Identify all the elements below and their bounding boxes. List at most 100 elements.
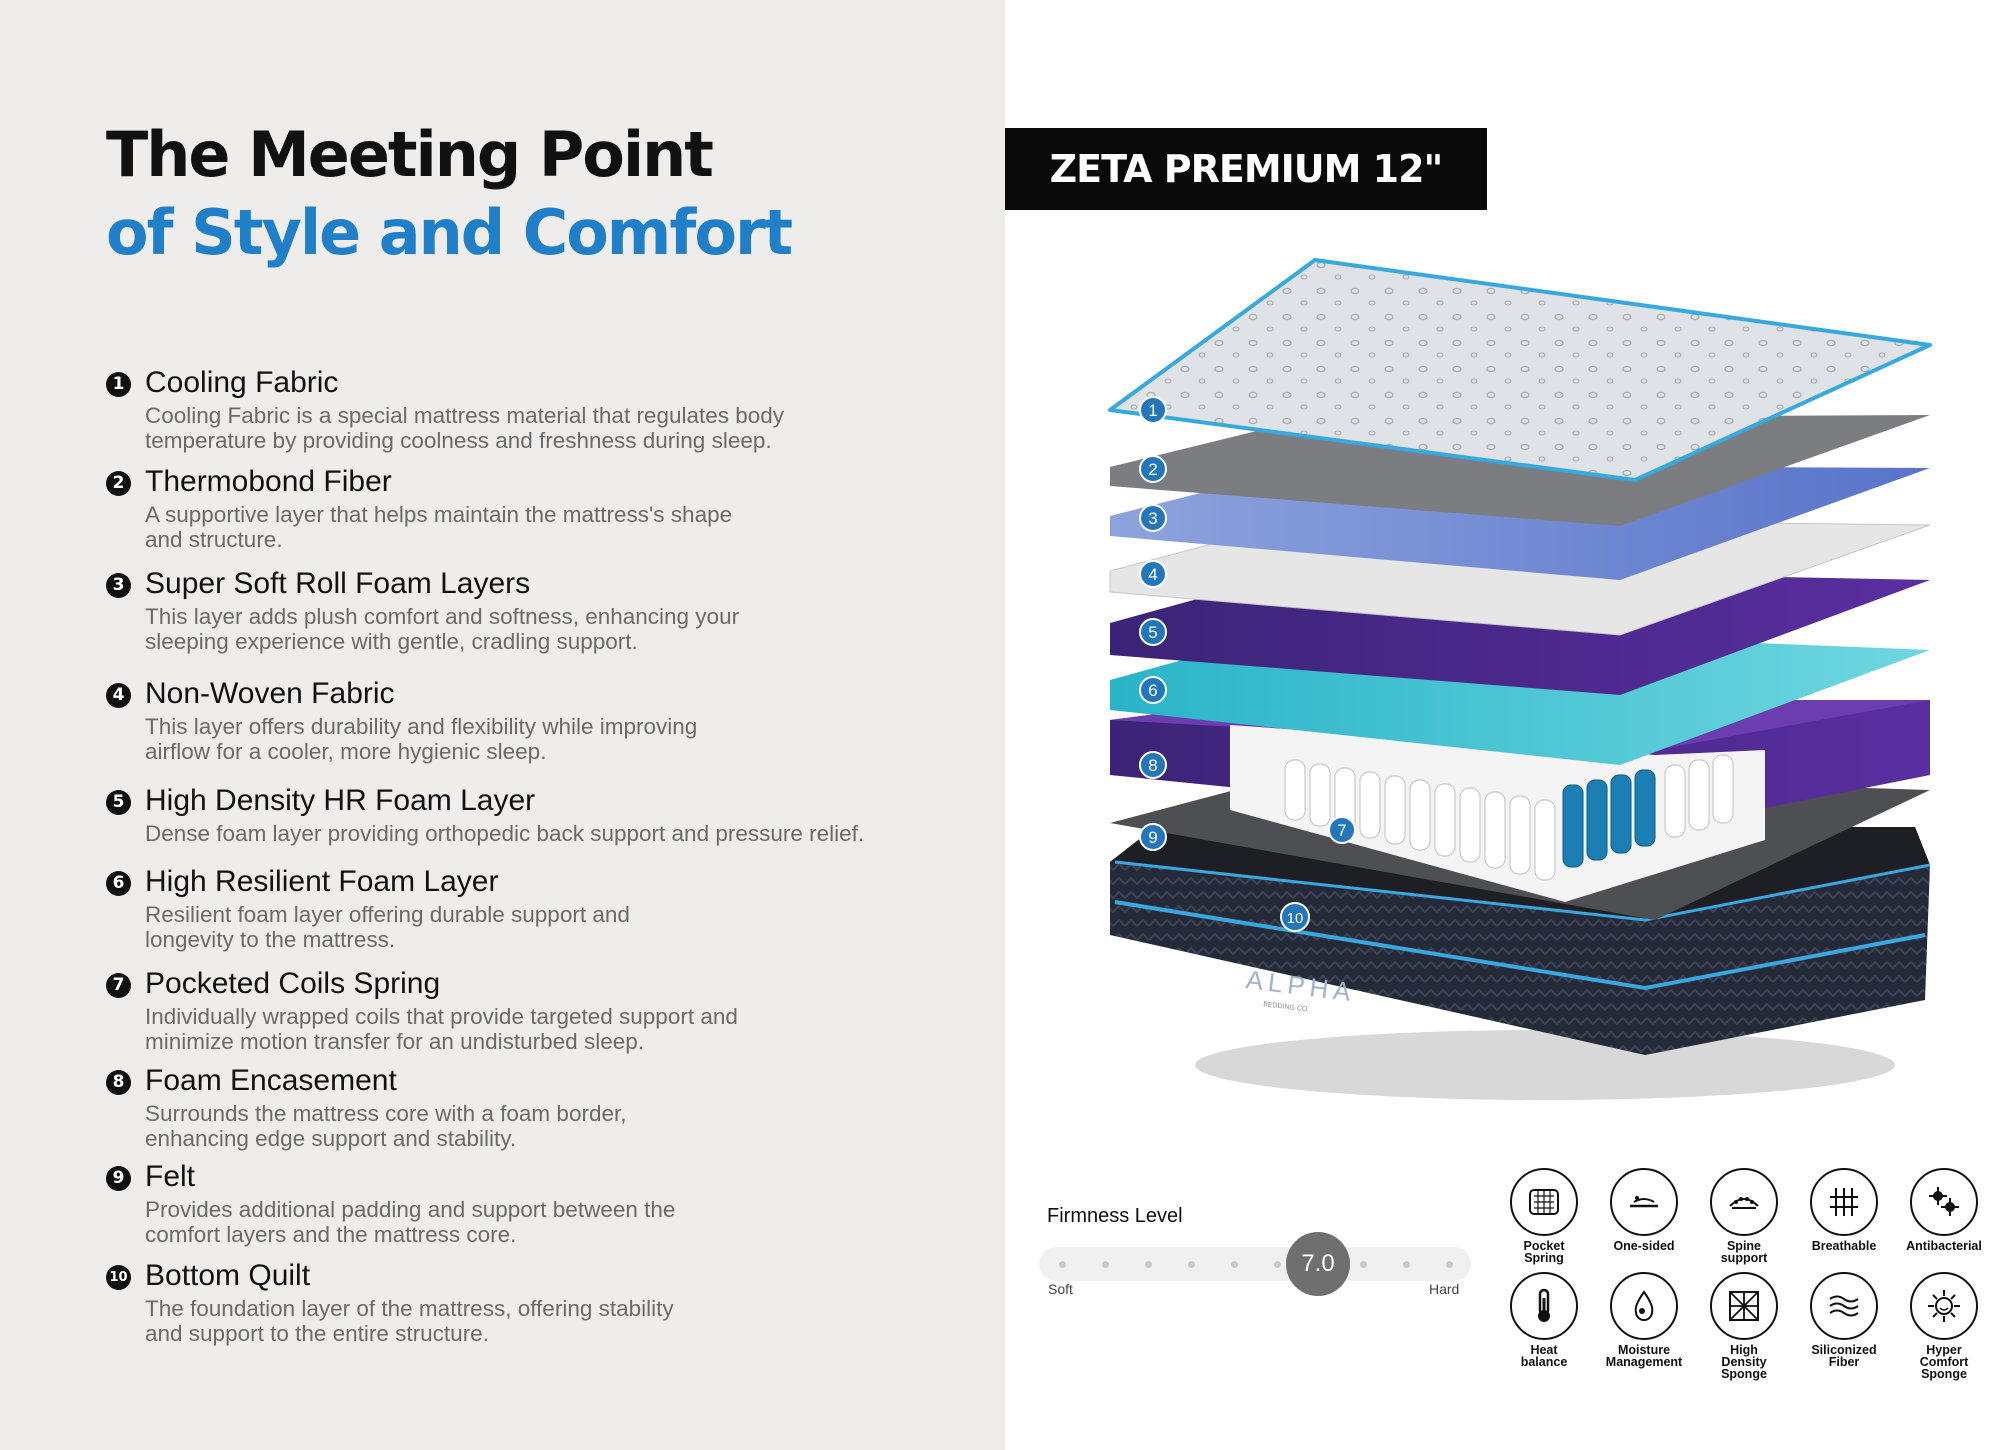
feature-one-sided: One-sided [1589,1168,1699,1252]
layer-marker-3: 3 [1139,504,1167,532]
high-density-sponge-icon [1710,1272,1778,1340]
layer-cooling-fabric [1108,258,1932,482]
feature-description: Resilient foam layer offering durable su… [145,902,630,952]
firmness-tick [1145,1261,1152,1268]
firmness-tick [1274,1261,1281,1268]
feature-number: 10 [106,1265,131,1290]
firmness-tick [1360,1261,1367,1268]
feature-name: Felt [145,1160,196,1193]
right-panel: ZETA PREMIUM 12" ALPHA BEDDING [1005,0,2000,1450]
feature-name: Pocketed Coils Spring [145,967,441,1000]
icon-label: Antibacterial [1906,1239,1982,1253]
feature-description: The foundation layer of the mattress, of… [145,1296,674,1346]
feature-number: 5 [106,790,131,815]
svg-text:7: 7 [1337,821,1346,840]
left-panel: The Meeting Point of Style and Comfort 1… [0,0,1005,1450]
spine-support-icon [1710,1168,1778,1236]
feature-number: 1 [106,372,131,397]
firmness-tick [1403,1261,1410,1268]
feature-name: Bottom Quilt [145,1259,311,1292]
svg-text:8: 8 [1148,756,1157,775]
firmness-soft-label: Soft [1048,1281,1073,1297]
feature-description: This layer offers durability and flexibi… [145,714,698,764]
feature-description: This layer adds plush comfort and softne… [145,604,740,654]
feature-description: Dense foam layer providing orthopedic ba… [145,821,865,846]
feature-number: 2 [106,471,131,496]
feature-number: 6 [106,871,131,896]
breathable-icon [1810,1168,1878,1236]
layer-marker-2: 2 [1139,455,1167,483]
pocket-spring-icon [1510,1168,1578,1236]
layer-marker-8: 8 [1139,751,1167,779]
layer-marker-10: 10 [1280,902,1310,932]
feature-description: Surrounds the mattress core with a foam … [145,1101,627,1151]
feature-number: 4 [106,683,131,708]
layer-marker-1: 1 [1139,396,1167,424]
heat-balance-icon [1510,1272,1578,1340]
page-subtitle: of Style and Comfort [106,196,793,269]
feature-breathable: Breathable [1789,1168,1899,1252]
feature-name: Thermobond Fiber [145,465,392,498]
svg-text:9: 9 [1148,828,1157,847]
feature-name: Super Soft Roll Foam Layers [145,567,531,600]
icon-label: Breathable [1811,1239,1877,1253]
feature-number: 7 [106,973,131,998]
layer-thermobond-fiber [1110,415,1930,526]
icon-label: One-sided [1613,1239,1675,1253]
feature-description: Provides additional padding and support … [145,1197,676,1247]
svg-text:6: 6 [1148,681,1157,700]
siliconized-fiber-icon [1810,1272,1878,1340]
feature-name: High Density HR Foam Layer [145,784,536,817]
feature-name: Non-Woven Fabric [145,677,395,710]
firmness-tick [1188,1261,1195,1268]
feature-name: High Resilient Foam Layer [145,865,499,898]
page-title: The Meeting Point [106,118,714,191]
firmness-tick [1102,1261,1109,1268]
svg-text:3: 3 [1148,509,1157,528]
hyper-comfort-sponge-icon [1910,1272,1978,1340]
firmness-tick [1446,1261,1453,1268]
firmness-tick [1231,1261,1238,1268]
mattress-layers-illustration: ALPHA BEDDING CO [1108,258,1932,1100]
svg-text:2: 2 [1148,460,1157,479]
svg-text:1: 1 [1148,401,1157,420]
antibacterial-icon [1910,1168,1978,1236]
firmness-tick [1059,1261,1066,1268]
product-name-banner: ZETA PREMIUM 12" [1005,128,1487,210]
layer-marker-9: 9 [1139,823,1167,851]
svg-text:4: 4 [1148,565,1157,584]
firmness-label: Firmness Level [1047,1205,1183,1227]
feature-description: A supportive layer that helps maintain t… [145,502,733,552]
layer-marker-4: 4 [1139,560,1167,588]
layer-marker-7: 7 [1328,816,1356,844]
one-sided-icon [1610,1168,1678,1236]
firmness-track [1039,1247,1471,1281]
feature-name: Foam Encasement [145,1064,397,1097]
moisture-management-icon [1610,1272,1678,1340]
feature-number: 8 [106,1070,131,1095]
svg-text:10: 10 [1287,910,1304,927]
brand-logo-sub: BEDDING CO [1263,1001,1308,1013]
layer-marker-6: 6 [1139,676,1167,704]
feature-number: 3 [106,573,131,598]
layer-marker-5: 5 [1139,618,1167,646]
feature-antibacterial: Antibacterial [1889,1168,1999,1252]
svg-text:5: 5 [1148,623,1157,642]
feature-number: 9 [106,1166,131,1191]
layer-pocketed-coils [1230,725,1765,902]
feature-name: Cooling Fabric [145,366,339,399]
